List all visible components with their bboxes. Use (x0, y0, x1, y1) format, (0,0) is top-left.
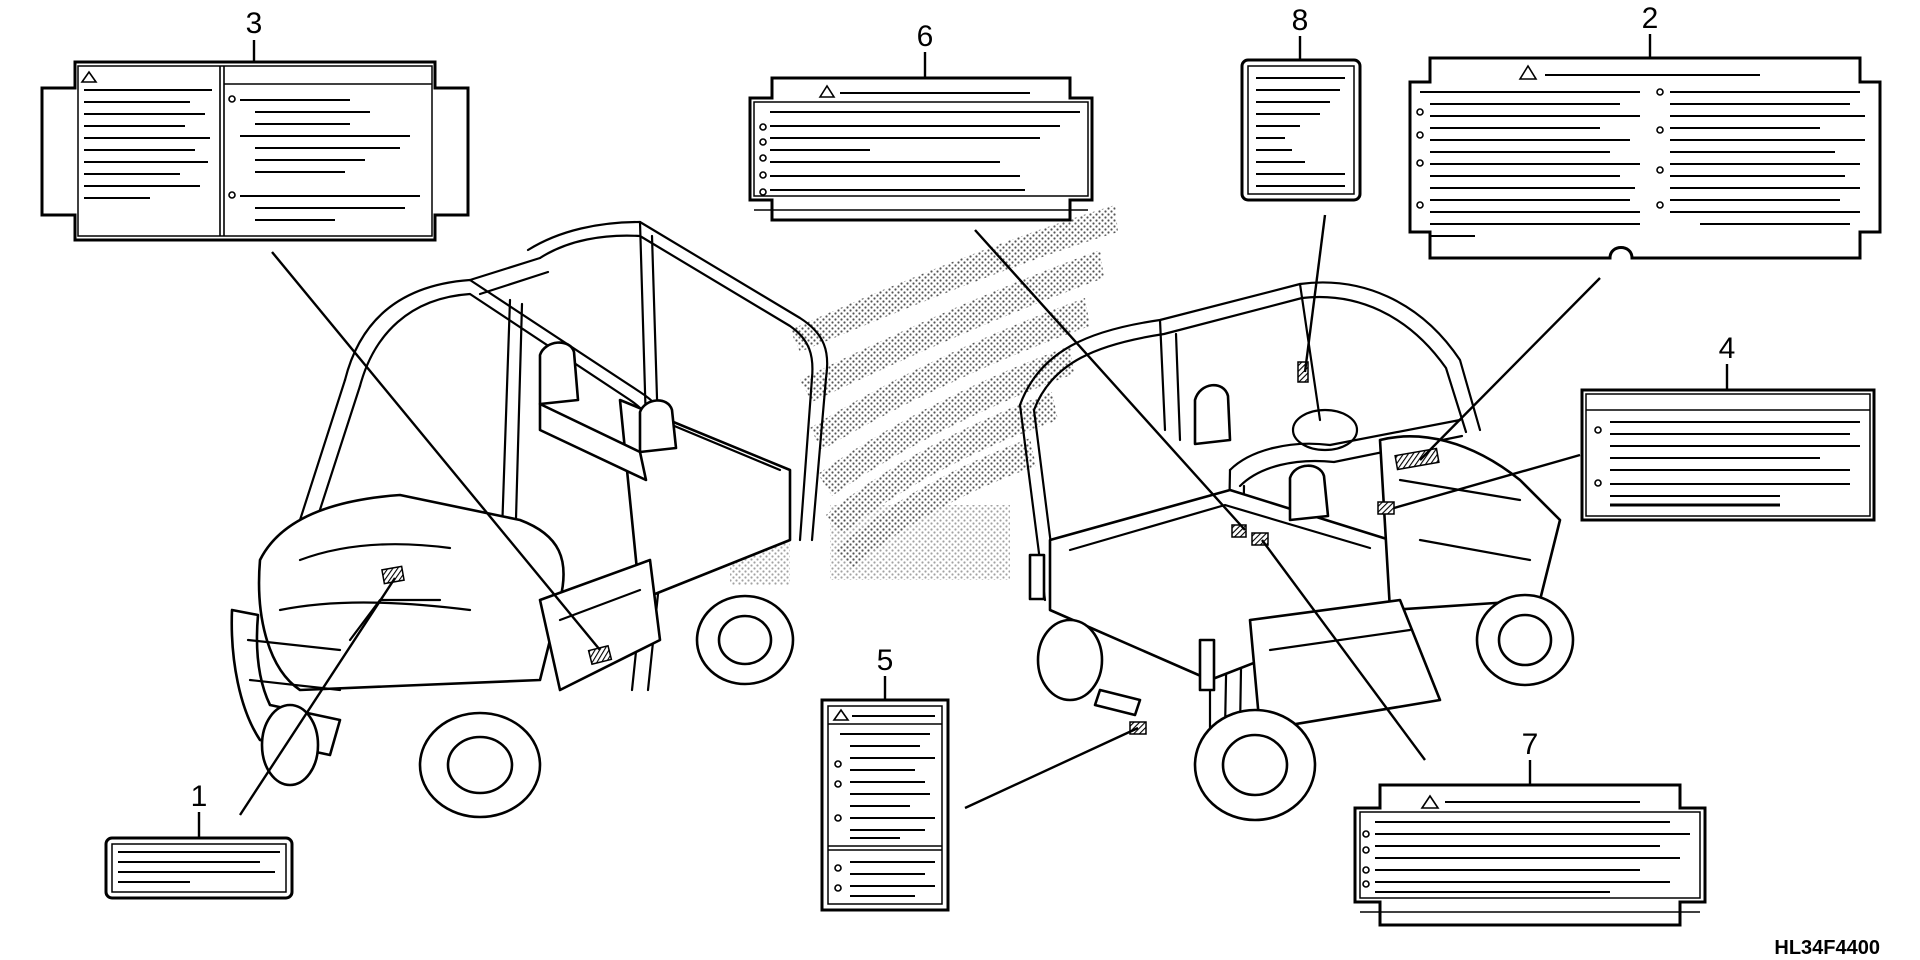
vehicle-front-view (230, 220, 829, 819)
callout-1-number: 1 (191, 780, 208, 813)
label-1 (104, 836, 294, 900)
label-5 (820, 698, 950, 912)
callout-5-number: 5 (877, 644, 894, 677)
callout-8: 8 (1292, 4, 1309, 60)
callout-3-number: 3 (246, 7, 263, 40)
callout-4-number: 4 (1719, 332, 1736, 365)
diagram-code: HL34F4400 (1774, 937, 1880, 959)
callout-6: 6 (917, 20, 934, 78)
brand-wing-watermark (730, 205, 1118, 585)
callout-7-number: 7 (1522, 728, 1539, 761)
vehicle-rear-view (1018, 281, 1575, 822)
callout-4: 4 (1719, 332, 1736, 390)
callout-7: 7 (1522, 728, 1539, 785)
label-6 (748, 76, 1094, 222)
callout-1: 1 (191, 780, 208, 838)
label-3 (40, 60, 470, 242)
label-2 (1408, 56, 1882, 260)
label-8 (1240, 58, 1362, 202)
callout-8-number: 8 (1292, 4, 1309, 37)
callout-2: 2 (1642, 2, 1659, 58)
leader-lines (238, 214, 1601, 816)
callout-3: 3 (246, 7, 263, 62)
label-4 (1580, 388, 1876, 522)
label-7 (1353, 783, 1707, 927)
callout-6-number: 6 (917, 20, 934, 53)
callout-5: 5 (877, 644, 894, 700)
callout-2-number: 2 (1642, 2, 1659, 35)
